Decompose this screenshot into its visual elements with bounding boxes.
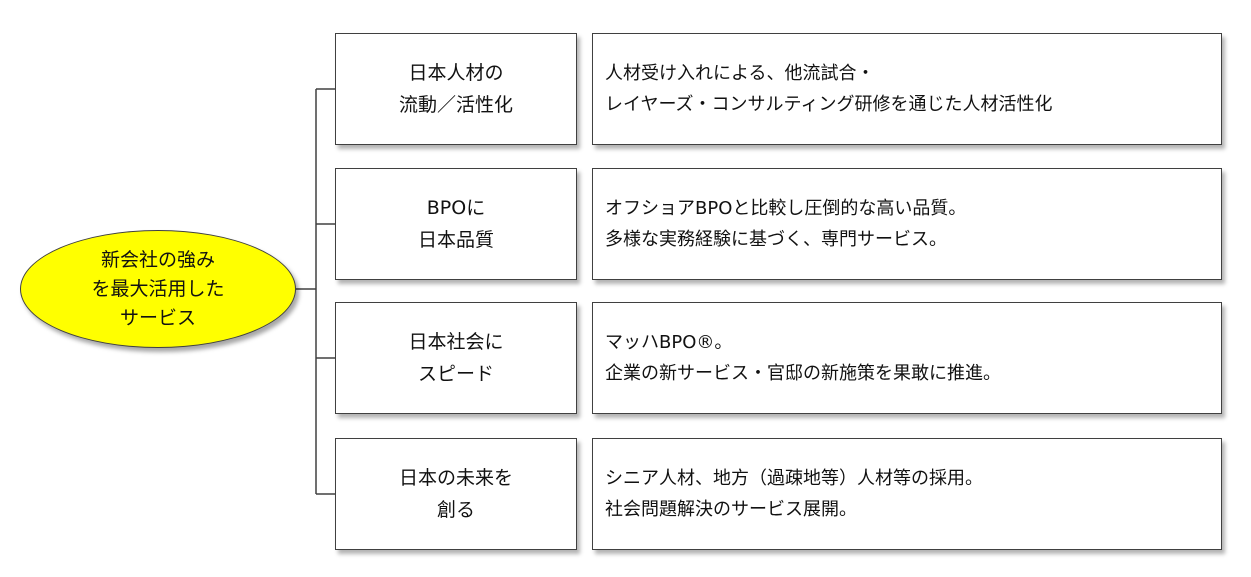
category-label: 日本社会に スピード bbox=[408, 331, 504, 385]
description-text: オフショアBPOと比較し圧倒的な高い品質。 多様な実務経験に基づく、専門サービス… bbox=[605, 198, 967, 250]
center-ellipse-node: 新会社の強み を最大活用した サービス bbox=[20, 230, 296, 348]
category-label: 日本の未来を 創る bbox=[398, 467, 513, 521]
description-box-future: シニア人材、地方（過疎地等）人材等の採用。 社会問題解決のサービス展開。 bbox=[592, 438, 1222, 550]
category-box-talent: 日本人材の 流動／活性化 bbox=[335, 33, 577, 145]
category-box-future: 日本の未来を 創る bbox=[335, 438, 577, 550]
category-label: 日本人材の 流動／活性化 bbox=[398, 62, 513, 116]
description-box-bpo-quality: オフショアBPOと比較し圧倒的な高い品質。 多様な実務経験に基づく、専門サービス… bbox=[592, 168, 1222, 280]
description-text: 人材受け入れによる、他流試合・ レイヤーズ・コンサルティング研修を通じた人材活性… bbox=[605, 63, 1053, 115]
category-box-speed: 日本社会に スピード bbox=[335, 302, 577, 414]
description-box-speed: マッハBPO®。 企業の新サービス・官邸の新施策を果敢に推進。 bbox=[592, 302, 1222, 414]
center-ellipse-text: 新会社の強み を最大活用した サービス bbox=[91, 248, 225, 329]
category-label: BPOに 日本品質 bbox=[417, 197, 494, 251]
category-box-bpo-quality: BPOに 日本品質 bbox=[335, 168, 577, 280]
description-text: マッハBPO®。 企業の新サービス・官邸の新施策を果敢に推進。 bbox=[605, 332, 1001, 384]
description-box-talent: 人材受け入れによる、他流試合・ レイヤーズ・コンサルティング研修を通じた人材活性… bbox=[592, 33, 1222, 145]
description-text: シニア人材、地方（過疎地等）人材等の採用。 社会問題解決のサービス展開。 bbox=[605, 468, 983, 520]
